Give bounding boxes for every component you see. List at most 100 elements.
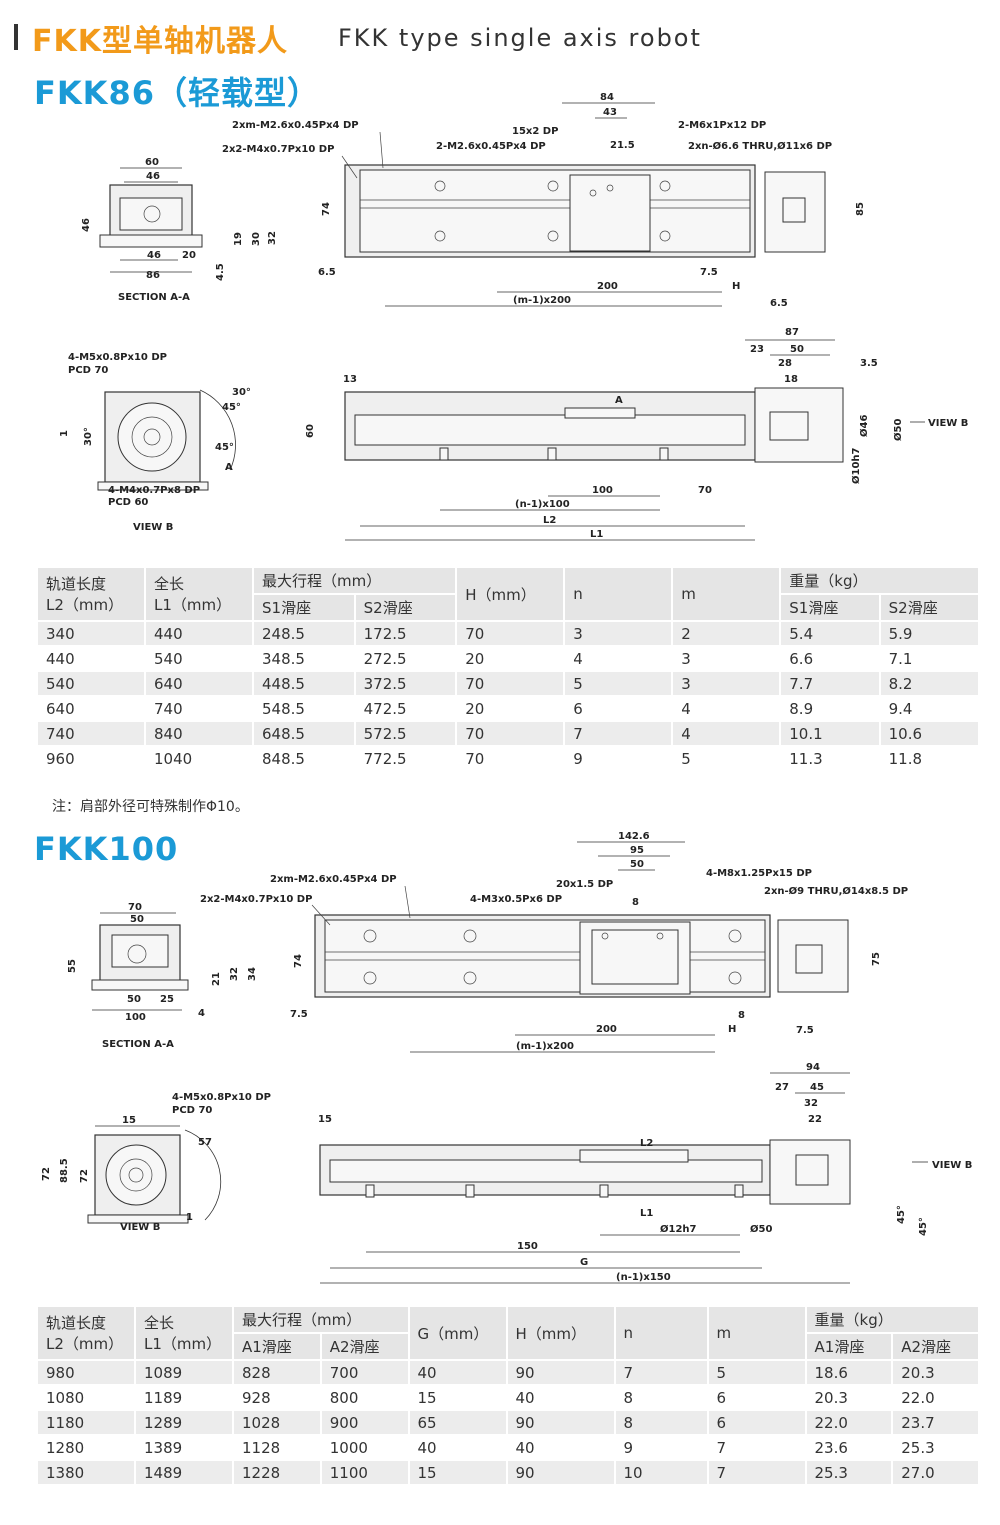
svg-text:6.5: 6.5 xyxy=(770,298,788,309)
table-cell: 10.6 xyxy=(878,720,981,747)
svg-text:32: 32 xyxy=(804,1098,818,1109)
table-cell: 70 xyxy=(455,745,566,772)
svg-text:200: 200 xyxy=(596,1024,617,1035)
table-cell: 90 xyxy=(505,1409,616,1436)
table-cell: 800 xyxy=(319,1384,410,1411)
table-cell: 1040 xyxy=(144,745,254,772)
table-cell: 640 xyxy=(144,670,254,697)
table-cell: 11.8 xyxy=(878,745,981,772)
table-cell: 9 xyxy=(613,1434,709,1461)
table-cell: 8.9 xyxy=(779,695,881,722)
table-cell: 440 xyxy=(144,620,254,647)
table-cell: 740 xyxy=(36,720,146,747)
svg-text:6.5: 6.5 xyxy=(318,267,336,278)
table-cell: 1180 xyxy=(36,1409,136,1436)
table-cell: 1289 xyxy=(134,1409,234,1436)
svg-text:2-M6x1Px12 DP: 2-M6x1Px12 DP xyxy=(678,120,766,131)
fkk86-view-label: VIEW B xyxy=(133,522,173,533)
svg-text:74: 74 xyxy=(321,202,332,216)
table-cell: 7 xyxy=(706,1434,807,1461)
table-cell: 372.5 xyxy=(353,670,458,697)
svg-text:200: 200 xyxy=(597,281,618,292)
svg-text:150: 150 xyxy=(517,1241,538,1252)
table-cell: 740 xyxy=(144,695,254,722)
table-cell: 7 xyxy=(613,1359,709,1386)
svg-text:94: 94 xyxy=(806,1062,820,1073)
table-cell: 7 xyxy=(706,1459,807,1486)
table-cell: 340 xyxy=(36,620,146,647)
table-cell: 7 xyxy=(563,720,674,747)
svg-text:13: 13 xyxy=(343,374,357,385)
table-cell: 23.6 xyxy=(804,1434,894,1461)
svg-text:7.5: 7.5 xyxy=(700,267,718,278)
svg-text:4-M5x0.8Px10 DP: 4-M5x0.8Px10 DP xyxy=(68,352,167,363)
page-title-en: FKK type single axis robot xyxy=(338,24,702,52)
table-cell: 8.2 xyxy=(878,670,981,697)
svg-text:2x2-M4x0.7Px10 DP: 2x2-M4x0.7Px10 DP xyxy=(200,894,312,905)
table-cell: 25.3 xyxy=(891,1434,980,1461)
table-cell: 928 xyxy=(232,1384,322,1411)
svg-text:50: 50 xyxy=(790,344,804,355)
table-cell: 1000 xyxy=(319,1434,410,1461)
svg-text:4-M8x1.25Px15 DP: 4-M8x1.25Px15 DP xyxy=(706,868,812,879)
svg-text:43: 43 xyxy=(603,107,617,118)
svg-text:87: 87 xyxy=(785,327,799,338)
svg-text:1: 1 xyxy=(186,1212,193,1223)
title-accent-bar xyxy=(14,24,18,50)
table-cell: 1380 xyxy=(36,1459,136,1486)
svg-text:50: 50 xyxy=(130,914,144,925)
table-cell: 23.7 xyxy=(891,1409,980,1436)
table-cell: 272.5 xyxy=(353,645,458,672)
table-cell: 572.5 xyxy=(353,720,458,747)
table-cell: 18.6 xyxy=(804,1359,894,1386)
table-cell: 840 xyxy=(144,720,254,747)
table-cell: 4 xyxy=(671,720,782,747)
svg-text:100: 100 xyxy=(125,1012,146,1023)
table-cell: 9 xyxy=(563,745,674,772)
svg-text:4-M4x0.7Px8 DP: 4-M4x0.7Px8 DP xyxy=(108,485,200,496)
table-cell: 1189 xyxy=(134,1384,234,1411)
svg-text:15x2 DP: 15x2 DP xyxy=(512,126,558,137)
fkk86-section-label: SECTION A-A xyxy=(118,292,190,303)
fkk86-view-b: 4-M5x0.8Px10 DP PCD 70 4-M4x0.7Px8 DP PC… xyxy=(59,352,251,533)
table-cell: 648.5 xyxy=(252,720,356,747)
table-cell: 1389 xyxy=(134,1434,234,1461)
table-cell: 548.5 xyxy=(252,695,356,722)
table-cell: 348.5 xyxy=(252,645,356,672)
svg-text:75: 75 xyxy=(871,952,882,966)
svg-text:Ø50: Ø50 xyxy=(892,419,904,441)
svg-text:2xn-Ø6.6 THRU,Ø11x6 DP: 2xn-Ø6.6 THRU,Ø11x6 DP xyxy=(688,140,832,152)
table-cell: 1100 xyxy=(319,1459,410,1486)
svg-text:28: 28 xyxy=(778,358,792,369)
svg-text:57: 57 xyxy=(198,1137,212,1148)
svg-text:15: 15 xyxy=(318,1114,332,1125)
svg-text:2x2-M4x0.7Px10 DP: 2x2-M4x0.7Px10 DP xyxy=(222,144,334,155)
svg-text:95: 95 xyxy=(630,845,644,856)
table-cell: 15 xyxy=(407,1459,508,1486)
svg-text:(n-1)x100: (n-1)x100 xyxy=(515,499,570,510)
table-cell: 7.1 xyxy=(878,645,981,672)
svg-text:45°: 45° xyxy=(896,1205,907,1224)
svg-text:2xn-Ø9 THRU,Ø14x8.5 DP: 2xn-Ø9 THRU,Ø14x8.5 DP xyxy=(764,885,908,897)
svg-text:18: 18 xyxy=(784,374,798,385)
table-cell: 20.3 xyxy=(891,1359,980,1386)
fkk86-model-title: FKK86（轻载型） xyxy=(34,74,320,112)
fkk100-view-b: 15 4-M5x0.8Px10 DP PCD 70 72 88.5 72 57 … xyxy=(41,1092,271,1233)
svg-text:Ø46: Ø46 xyxy=(858,415,870,437)
svg-text:15: 15 xyxy=(122,1115,136,1126)
svg-text:25: 25 xyxy=(160,994,174,1005)
svg-text:86: 86 xyxy=(146,270,160,281)
svg-text:27: 27 xyxy=(775,1082,789,1093)
table-cell: 20 xyxy=(455,695,566,722)
table-cell: 20 xyxy=(455,645,566,672)
svg-text:30°: 30° xyxy=(83,427,94,446)
fkk100-view-label: VIEW B xyxy=(120,1222,160,1233)
svg-text:8: 8 xyxy=(738,1010,745,1021)
svg-text:21: 21 xyxy=(211,972,222,986)
table-cell: 772.5 xyxy=(353,745,458,772)
